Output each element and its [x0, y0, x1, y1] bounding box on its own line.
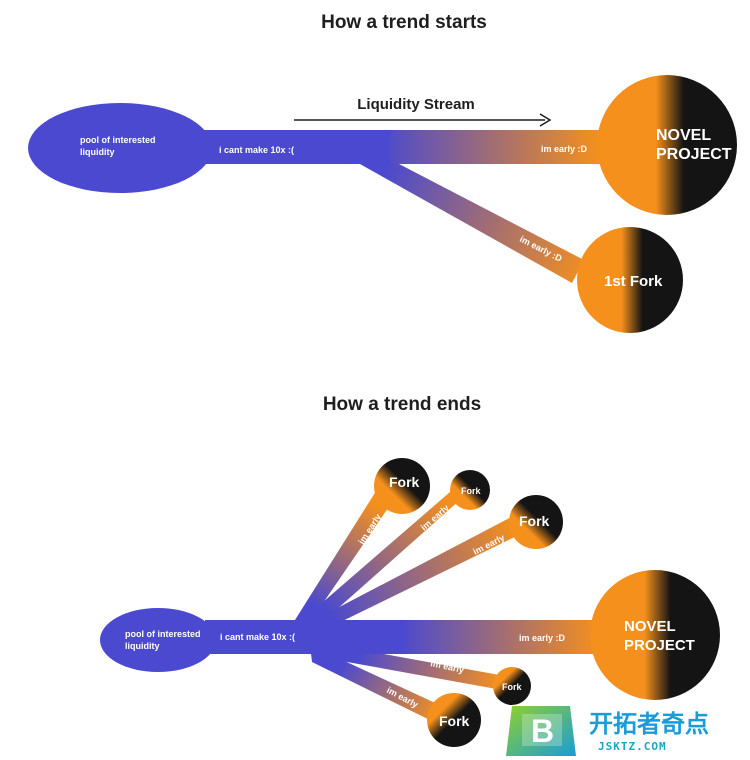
novel-project-circle	[597, 75, 737, 215]
fork-4-label: Fork	[502, 682, 522, 692]
bottom-cant-make-label: i cant make 10x :(	[220, 632, 295, 642]
liquidity-stream-arrow	[294, 113, 552, 127]
bottom-early-main-label: im early :D	[519, 633, 566, 643]
watermark-name: 开拓者奇点	[589, 710, 709, 738]
pool-label-line2: liquidity	[80, 147, 115, 157]
bottom-novel-project-circle	[590, 570, 720, 700]
fork-circle-3	[509, 495, 563, 549]
bottom-title: How a trend ends	[323, 394, 481, 415]
early-main-label: im early :D	[541, 144, 588, 154]
fork-2-label: Fork	[461, 486, 481, 496]
first-fork-label: 1st Fork	[604, 273, 663, 290]
bottom-novel-label-line1: NOVEL	[624, 618, 676, 635]
fork-5-label: Fork	[439, 713, 470, 729]
pool-bottom-label-line2: liquidity	[125, 641, 160, 651]
fork-circle-2	[450, 470, 490, 510]
pool-label-line1: pool of interested	[80, 135, 156, 145]
pool-bottom-label-line1: pool of interested	[125, 629, 201, 639]
liquidity-pool-bottom	[100, 608, 216, 672]
fork-stream-2	[300, 492, 460, 626]
fork-circle-1	[374, 458, 430, 514]
fork-stream-5	[310, 645, 446, 725]
fork-1-label: Fork	[389, 474, 420, 490]
liquidity-stream-label: Liquidity Stream	[357, 96, 475, 113]
fork-circle-4	[493, 667, 531, 705]
watermark-domain: JSKTZ.COM	[598, 740, 667, 753]
liquidity-pool	[28, 103, 212, 193]
bottom-novel-label-line2: PROJECT	[624, 637, 695, 654]
first-fork-circle	[577, 227, 683, 333]
watermark: B 开拓者奇点 JSKTZ.COM	[506, 706, 709, 756]
novel-label-line1: NOVEL	[656, 127, 711, 144]
main-stream-start	[200, 130, 390, 164]
fork-stream	[335, 150, 584, 283]
fork-3-label: Fork	[519, 513, 550, 529]
novel-label-line2: PROJECT	[656, 146, 732, 163]
fork-stream-3	[305, 514, 525, 632]
main-stream-bottom-start	[205, 620, 405, 654]
watermark-badge-letter: B	[531, 713, 554, 749]
cant-make-label: i cant make 10x :(	[219, 145, 294, 155]
watermark-badge	[506, 706, 576, 756]
fork-circle-5	[427, 693, 481, 747]
top-title: How a trend starts	[321, 12, 487, 33]
fork-stream-1	[295, 488, 395, 622]
